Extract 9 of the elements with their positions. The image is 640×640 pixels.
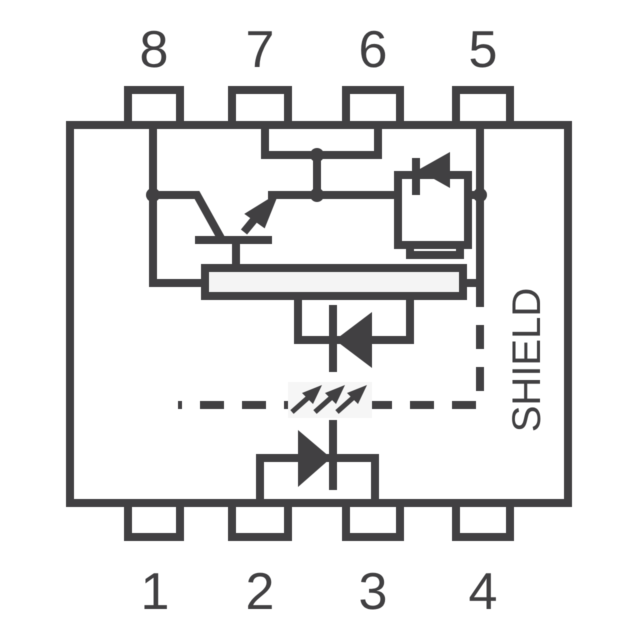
pin-number: 8	[140, 24, 168, 76]
pin-number: 7	[246, 24, 274, 76]
shield-label: SHIELD	[507, 288, 547, 432]
pin-number: 4	[468, 566, 498, 618]
pin-number: 2	[246, 566, 274, 618]
pin-number: 3	[358, 566, 388, 618]
pin-number: 6	[358, 24, 388, 76]
pin-number: 1	[140, 566, 170, 618]
pin-number: 5	[468, 24, 498, 76]
